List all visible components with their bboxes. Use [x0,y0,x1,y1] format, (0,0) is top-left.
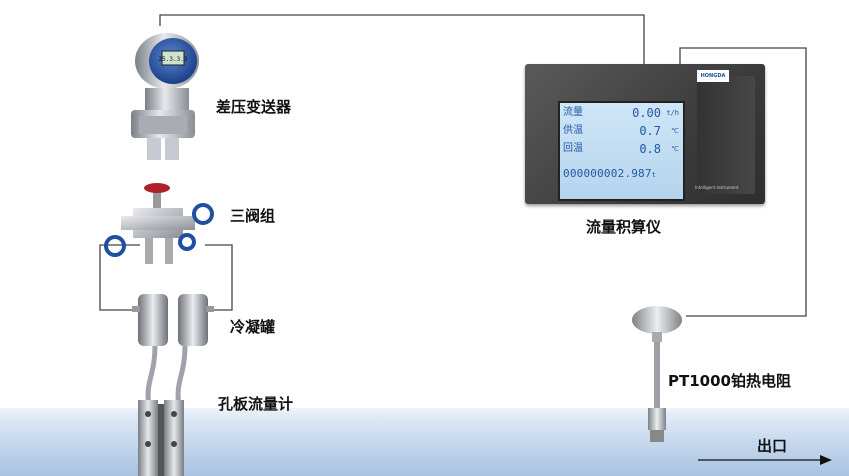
label-outlet: 出口 [757,437,788,455]
lcd-row-supply-temp: 供温 0.7 ℃ [563,124,679,138]
flow-totalizer: 流量 0.00 t/h 供温 0.7 ℃ 回温 0.8 ℃ 000000002.… [525,64,765,204]
outlet-arrow-head [820,455,832,465]
valve-handle-blue-icon [192,203,214,225]
lcd-row-name: 流量 [563,107,583,118]
lcd-row-value: 0.8 [639,142,661,156]
label-valve-manifold: 三阀组 [230,207,276,225]
lcd-row-name: 回温 [563,143,583,154]
totalizer-side-panel [697,76,755,194]
dp-transmitter: 25.3.3.3 [131,33,199,160]
impulse-tubes [145,346,188,407]
lcd-row-value: 0.7 [639,124,661,138]
lcd-total-unit: t [651,171,657,179]
lcd-row-unit: ℃ [671,127,679,135]
label-dp-transmitter: 差压变送器 [216,98,292,116]
totalizer-logo: HONGDA [697,70,729,82]
label-condensing-pot: 冷凝罐 [230,318,276,336]
lcd-row-value: 0.00 [632,106,661,120]
impulse-line-right [205,244,233,311]
signal-wire-rtd [679,47,807,317]
lcd-total-value: 000000002.987 [563,167,652,180]
pt1000-rtd-sensor [632,306,682,442]
label-orifice-meter: 孔板流量计 [218,395,294,413]
valve-handle-blue-icon [104,235,126,257]
three-valve-manifold [104,183,214,264]
lcd-row-flow: 流量 0.00 t/h [563,106,679,120]
signal-wire-transmitter [159,14,645,64]
label-rtd: PT1000铂热电阻 [668,372,791,390]
totalizer-caption: Intelligent Instrument [695,185,739,190]
condensing-pots [132,294,214,346]
valve-handle-blue-icon [178,233,196,251]
totalizer-lcd: 流量 0.00 t/h 供温 0.7 ℃ 回温 0.8 ℃ 000000002.… [558,101,685,201]
orifice-flange [138,400,184,476]
lcd-row-return-temp: 回温 0.8 ℃ [563,142,679,156]
lcd-row-unit: ℃ [671,145,679,153]
lcd-row-name: 供温 [563,125,583,136]
valve-handle-red-icon [144,183,170,193]
lcd-row-unit: t/h [666,109,679,117]
impulse-line-left [99,244,140,311]
lcd-total: 000000002.987t [563,167,656,180]
label-flow-totalizer: 流量积算仪 [586,218,662,236]
transmitter-display: 25.3.3.3 [159,56,188,63]
